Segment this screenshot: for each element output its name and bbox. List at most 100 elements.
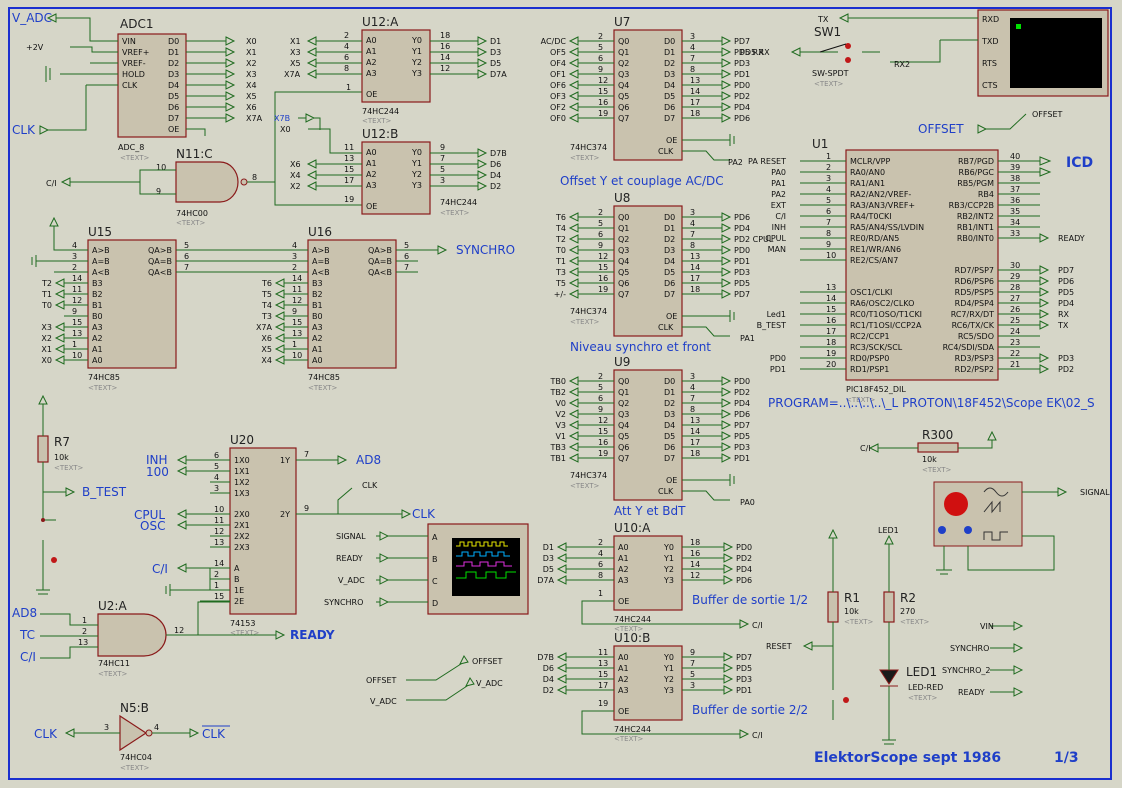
svg-text:LED1: LED1 (906, 665, 937, 679)
u9-out-num: 7 (690, 394, 695, 403)
u8-q-name: Q0 (618, 213, 629, 222)
u10b-in-terminal (556, 674, 567, 684)
u15-pin-name: A1 (92, 345, 103, 354)
n11c-nand-gate[interactable]: N11:C 74HC00 <TEXT> 10 9 8 (156, 147, 257, 227)
sheet-border (8, 7, 1112, 780)
u10b-out-label: PD3 (736, 675, 752, 684)
u15-pin-num: 1 (72, 340, 77, 349)
u10a-oe-num: 1 (598, 589, 603, 598)
u9-out-num: 18 (690, 449, 700, 458)
u15-net-terminal (54, 300, 65, 310)
oscilloscope-probe[interactable]: A B C D (427, 523, 529, 615)
u1-right-net: PD7 (1058, 266, 1074, 275)
svg-text:12: 12 (174, 626, 184, 635)
u20-pin-name: B (234, 575, 240, 584)
svg-text:C/I: C/I (752, 621, 763, 630)
u1-left-num: 14 (826, 294, 836, 303)
svg-text:RXD: RXD (982, 15, 999, 24)
u1-right-name: RC7/RX/DT (951, 310, 994, 319)
u9-out-label: PD1 (734, 454, 750, 463)
u16-net-label: X6 (261, 334, 272, 343)
u12a-buffer[interactable]: U12:A 74HC244 <TEXT> A0 A1 A2 A3 OE Y0 Y… (344, 15, 450, 125)
u1-right-num: 39 (1010, 163, 1020, 172)
u8-in-num: 5 (598, 219, 603, 228)
u15-pin-name: A>B (92, 246, 110, 255)
u7-d-name: D3 (664, 70, 675, 79)
svg-text:A0: A0 (366, 36, 377, 45)
u1-left-name: RE1/WR/AN6 (850, 245, 901, 254)
svg-text:10k: 10k (844, 607, 859, 616)
u9-q-name: Q5 (618, 432, 629, 441)
u9-latch[interactable]: U9 74HC374 <TEXT> OE CLK (570, 355, 683, 501)
u16-comparator[interactable]: U16 74HC85 <TEXT> (307, 225, 397, 392)
u1-left-net: PD1 (770, 365, 786, 374)
u8-in-num: 19 (598, 285, 608, 294)
u1-right-name: RC6/TX/CK (952, 321, 995, 330)
u9-in-label: V0 (555, 399, 566, 408)
n5b-inverter[interactable]: N5:B 74HC04 <TEXT> 3 4 (104, 701, 159, 772)
u8-in-terminal (568, 223, 579, 233)
u10b-a-name: A3 (618, 686, 629, 695)
svg-text:D5: D5 (168, 92, 179, 101)
r2-resistor[interactable]: R2 270 <TEXT> (883, 591, 930, 626)
u7-d-name: D6 (664, 103, 675, 112)
signal-generator[interactable] (933, 481, 1023, 547)
u15-pin-num: 11 (72, 285, 82, 294)
svg-text:X3: X3 (246, 70, 257, 79)
u20-multiplexer[interactable]: U20 74153 <TEXT> (229, 433, 297, 637)
u7-q-name: Q5 (618, 92, 629, 101)
u7-latch[interactable]: U7 74HC374 <TEXT> OE CLK (570, 15, 683, 162)
u10a-a-name: A3 (618, 576, 629, 585)
u16-net-terminal (274, 300, 285, 310)
r1-resistor[interactable]: R1 10k <TEXT> (827, 591, 874, 626)
virtual-terminal[interactable]: RXD TXD RTS CTS (977, 9, 1109, 97)
u1-left-name: RE2/CS/AN7 (850, 256, 898, 265)
u9-d-name: D2 (664, 399, 675, 408)
svg-text:7: 7 (440, 154, 445, 163)
u20-pin-num: 10 (214, 505, 224, 514)
r300-resistor[interactable]: R300 10k <TEXT> (917, 428, 959, 474)
svg-text:4: 4 (344, 42, 349, 51)
u9-out-label: PD0 (734, 377, 750, 386)
u16-pin-name: B3 (312, 279, 323, 288)
u2a-and-gate[interactable]: U2:A 74HC11 <TEXT> 1 2 13 12 (78, 599, 184, 678)
u15-net-terminal (54, 355, 65, 365)
u8-in-num: 16 (598, 274, 608, 283)
u1-microcontroller[interactable]: U1 PIC18F452_DIL <TEXT> (812, 137, 999, 404)
u10b-buffer[interactable]: U10:B 74HC244 <TEXT> (613, 631, 683, 743)
u15-pin-num: 10 (72, 351, 82, 360)
u10a-buffer[interactable]: U10:A 74HC244 <TEXT> (613, 521, 683, 633)
u9-out-num: 4 (690, 383, 695, 392)
u16-pin-num: 10 (292, 351, 302, 360)
led1-diode[interactable]: LED1 LED-RED <TEXT> (879, 665, 943, 702)
niveau-note: Niveau synchro et front (570, 340, 711, 354)
svg-text:SYNCHRO: SYNCHRO (324, 598, 363, 607)
svg-text:VREF-: VREF- (122, 59, 146, 68)
r7-resistor[interactable]: R7 10k <TEXT> (37, 435, 84, 472)
u16-net-terminal (274, 311, 285, 321)
u8-in-terminal (568, 289, 579, 299)
u16-out-num: 5 (404, 241, 409, 250)
u20-pin-name: 2E (234, 597, 244, 606)
u15-comparator[interactable]: U15 74HC85 <TEXT> (87, 225, 177, 392)
svg-text:<TEXT>: <TEXT> (570, 482, 600, 490)
svg-text:X6: X6 (290, 160, 301, 169)
u15-out-num: 5 (184, 241, 189, 250)
u12b-buffer[interactable]: U12:B 74HC244 <TEXT> A0 A1 A2 A3 OE Y0 Y… (344, 127, 477, 217)
adc1-component[interactable]: ADC1 ADC_8 <TEXT> VIN VREF+ VREF- HOLD C… (117, 17, 187, 162)
u7-out-label: PD1 (734, 70, 750, 79)
svg-text:RTS: RTS (982, 59, 997, 68)
u1-right-name: RB3/CCP2B (949, 201, 994, 210)
svg-text:R2: R2 (900, 591, 916, 605)
u16-pin-name: A=B (312, 257, 330, 266)
u1-right-name: RD4/PSP4 (955, 299, 994, 308)
u1-right-num: 29 (1010, 272, 1020, 281)
u16-net-terminal (274, 322, 285, 332)
u10b-oe-num: 19 (598, 699, 608, 708)
sw1-switch[interactable]: SW1 SW-SPDT <TEXT> (812, 25, 851, 88)
u8-latch[interactable]: U8 74HC374 <TEXT> OE CLK (570, 191, 683, 337)
u15-pin-name: A3 (92, 323, 103, 332)
svg-text:RESET: RESET (766, 642, 792, 651)
ready-bottom-label: READY (290, 628, 335, 642)
u1-right-terminal (1039, 233, 1050, 243)
